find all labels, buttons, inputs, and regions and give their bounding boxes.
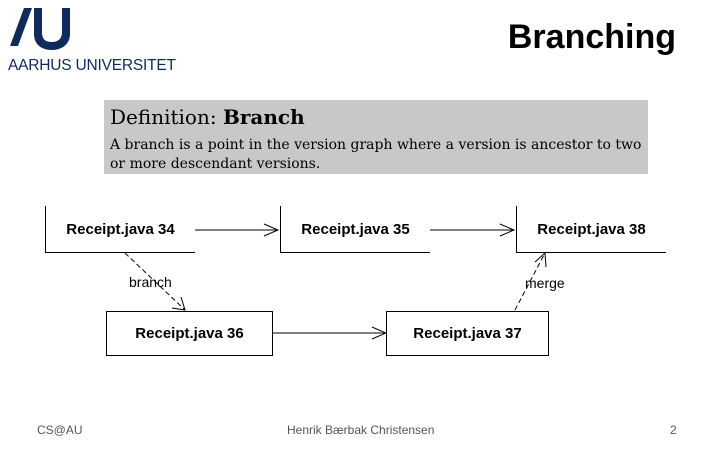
node-receipt-37: Receipt.java 37 (386, 311, 549, 356)
node-receipt-35: Receipt.java 35 (280, 206, 430, 253)
definition-label: Definition: (110, 105, 217, 129)
arrowhead-r34-r35 (263, 223, 280, 237)
footer-page-number: 2 (670, 423, 677, 437)
arrowhead-r37-r38 (534, 251, 547, 268)
au-logo-icon (10, 8, 70, 50)
edge-r34-r36 (124, 252, 186, 311)
footer-course: CS@AU (37, 423, 83, 437)
definition-box: Definition: Branch A branch is a point i… (104, 100, 648, 174)
edge-label-merge: merge (525, 275, 565, 291)
node-receipt-36: Receipt.java 36 (106, 311, 273, 356)
definition-heading: Definition: Branch (110, 104, 642, 130)
logo-text: AARHUS UNIVERSITET (8, 57, 176, 74)
arrowhead-r34-r36 (171, 296, 186, 311)
footer-author: Henrik Bærbak Christensen (287, 423, 435, 437)
au-logo: AARHUS UNIVERSITET (8, 6, 178, 74)
edge-r37-r38 (514, 252, 546, 311)
node-receipt-34: Receipt.java 34 (45, 206, 195, 253)
edge-label-branch: branch (129, 274, 172, 290)
definition-term: Branch (222, 105, 305, 129)
node-receipt-38: Receipt.java 38 (516, 206, 666, 253)
slide-title: Branching (507, 18, 676, 56)
arrowhead-r35-r38 (499, 223, 516, 237)
definition-text: A branch is a point in the version graph… (110, 137, 642, 172)
